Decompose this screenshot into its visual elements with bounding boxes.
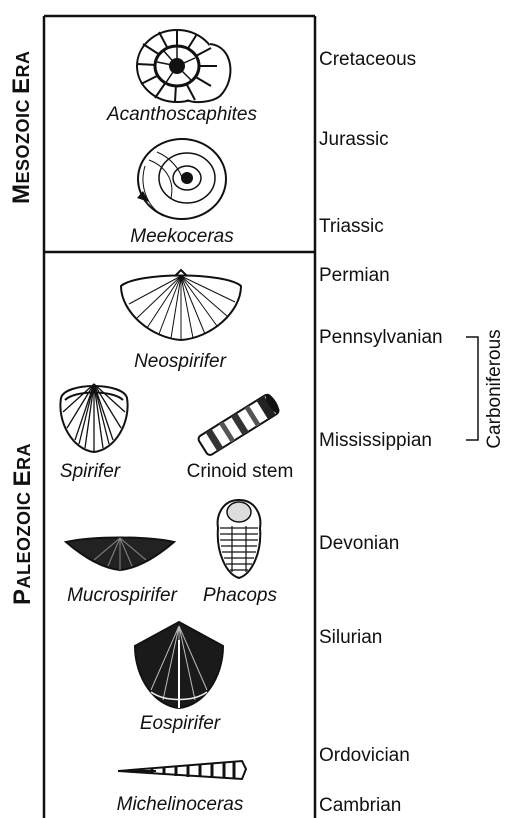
fossil-label-crinoid-stem: Crinoid stem: [170, 461, 310, 483]
crinoid-stem-icon: [192, 392, 284, 456]
period-devonian: Devonian: [319, 533, 399, 555]
period-ordovician: Ordovician: [319, 745, 410, 767]
fossil-label-mucrospirifer: Mucrospirifer: [52, 585, 192, 607]
fossil-label-eospirifer: Eospirifer: [95, 713, 265, 735]
fossil-label-spirifer: Spirifer: [40, 461, 140, 483]
brachiopod-icon: [55, 378, 133, 456]
brachiopod-icon: [117, 268, 245, 342]
period-cambrian: Cambrian: [319, 795, 401, 817]
brachiopod-icon: [64, 532, 176, 572]
period-permian: Permian: [319, 265, 390, 287]
period-pennsylvanian: Pennsylvanian: [319, 327, 443, 349]
period-jurassic: Jurassic: [319, 129, 389, 151]
fossil-label-neospirifer: Neospirifer: [95, 351, 265, 373]
period-silurian: Silurian: [319, 627, 382, 649]
nautiloid-icon: [116, 757, 248, 785]
era-label-mesozoic: MESOZOIC ERA: [8, 64, 36, 204]
period-cretaceous: Cretaceous: [319, 49, 416, 71]
ammonite-icon: [135, 136, 230, 222]
ammonite-icon: [125, 24, 240, 104]
period-mississippian: Mississippian: [319, 430, 432, 452]
era-label-paleozoic: PALEOZOIC ERA: [9, 439, 37, 609]
carboniferous-label: Carboniferous: [484, 329, 508, 449]
fossil-label-phacops: Phacops: [190, 585, 290, 607]
fossil-label-meekoceras: Meekoceras: [87, 226, 277, 248]
period-triassic: Triassic: [319, 216, 384, 238]
fossil-label-acanthoscaphites: Acanthoscaphites: [87, 104, 277, 126]
trilobite-icon: [212, 498, 266, 580]
brachiopod-icon: [131, 620, 227, 710]
fossil-label-michelinoceras: Michelinoceras: [85, 794, 275, 816]
